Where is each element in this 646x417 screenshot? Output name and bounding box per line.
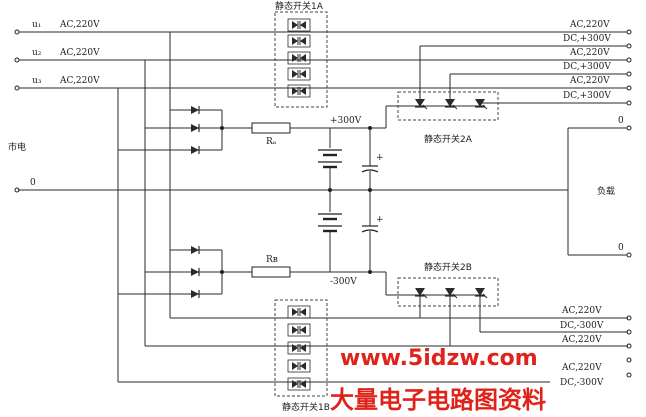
neutral-label: 0 [30,178,36,188]
static-switch-2a [385,46,488,128]
static-switch-2b [385,272,628,346]
output-terminals [626,29,632,378]
resistor-top-label: Rₐ [266,137,277,147]
output-top-5: AC,220V [569,76,610,86]
output-bottom-1: AC,220V [561,306,602,316]
output-bottom-5: DC,-300V [560,378,604,388]
static-switch-1b [287,305,311,391]
output-top-6: DC,+300V [563,91,611,101]
load-terminal-bottom: 0 [618,243,624,253]
output-top-3: AC,220V [569,48,610,58]
phase-label-3: u₃ [32,76,42,86]
output-top-4: DC,+300V [563,62,611,72]
static-switch-2b-box [397,277,499,307]
cap-plus-bottom: + [376,215,384,225]
static-switch-1a [287,18,311,98]
output-bottom-2: DC,-300V [560,321,604,331]
watermark-url: www.5idzw.com [340,346,538,371]
output-top-1: AC,220V [569,20,610,30]
phase-feeders [117,32,628,383]
minus-bus-label: -300V [330,277,357,287]
static-switch-1a-box [274,11,328,108]
static-switch-1a-label: 静态开关1A [275,0,324,12]
load-terminal-top: 0 [618,116,624,126]
phase-label-2: u₂ [32,48,42,58]
mains-label: 市电 [8,141,26,153]
phase-label-1: u₁ [32,20,41,30]
static-switch-2a-box [397,91,499,121]
capacitor-bank [361,126,379,274]
output-top-2: DC,+300V [563,34,611,44]
rectifier-top [118,105,386,155]
load-label: 负载 [597,185,615,197]
rectifier-bottom [118,245,386,299]
input-voltage-1: AC,220V [59,20,100,30]
input-terminals [14,29,20,193]
static-switch-1b-box [274,299,328,397]
input-voltage-3: AC,220V [59,76,100,86]
load-bracket [567,125,632,258]
static-switch-2b-label: 静态开关2B [424,261,472,273]
input-voltage-2: AC,220V [59,48,100,58]
plus-bus-label: +300V [330,116,362,126]
watermark-text: 大量电子电路图资料 [330,386,546,414]
output-bottom-4: AC,220V [561,363,602,373]
output-bottom-3: AC,220V [561,335,602,345]
static-switch-1b-label: 静态开关1B [282,401,330,413]
static-switch-2a-label: 静态开关2A [424,133,473,145]
resistor-bottom-label: Rʙ [266,255,278,265]
cap-plus-top: + [376,153,384,163]
phase-lines-top [18,31,628,104]
battery-bank [318,128,342,272]
